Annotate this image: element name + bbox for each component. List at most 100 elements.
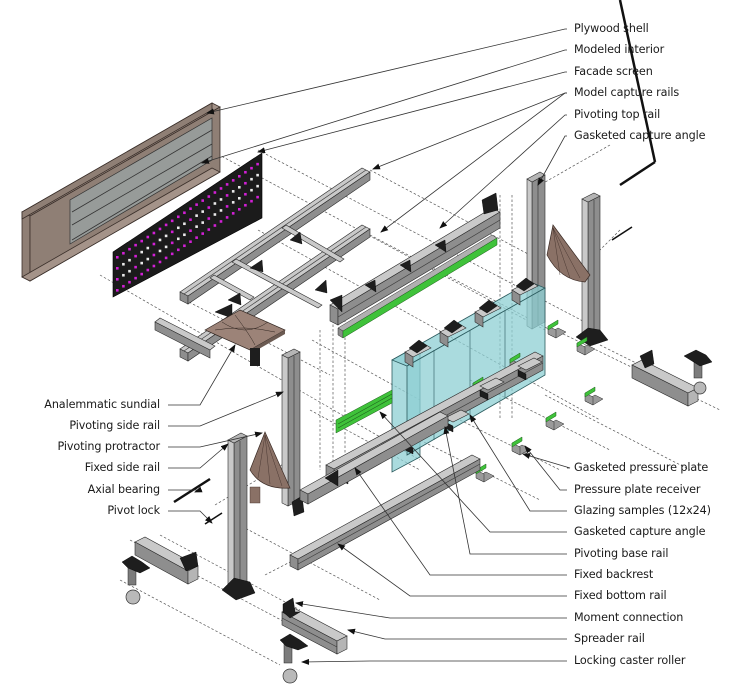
locking-caster-roller <box>121 349 713 684</box>
facade-module <box>170 230 174 234</box>
facade-module <box>146 246 150 250</box>
facade-module <box>244 181 247 185</box>
pivoting-protractor <box>249 431 291 504</box>
callout-label-gasketed-pressure-plate: Gasketed pressure plate <box>574 461 709 474</box>
facade-module <box>256 184 259 188</box>
moment-connection <box>282 349 655 619</box>
facade-module <box>177 248 180 252</box>
facade-module <box>122 284 125 288</box>
facade-module <box>189 218 192 221</box>
facade-module <box>231 179 235 182</box>
facade-module <box>134 265 137 269</box>
facade-module <box>158 260 162 264</box>
facade-module <box>256 173 259 177</box>
callout-label-pivoting-side-rail: Pivoting side rail <box>69 419 160 432</box>
leader-line-pivoting-side-rail <box>168 391 284 427</box>
callout-label-pivoting-top-rail: Pivoting top rail <box>574 108 661 121</box>
leader-line-fixed-side-rail <box>168 443 229 469</box>
facade-module <box>238 208 241 211</box>
glazing-clamp <box>404 339 432 368</box>
spreader-rail-right <box>631 359 699 407</box>
facade-module <box>116 278 119 281</box>
facade-module <box>213 224 217 227</box>
facade-module <box>225 205 229 208</box>
facade-module <box>158 227 162 231</box>
facade-module <box>256 162 259 166</box>
leader-line-gasketed-capture-angle-bottom <box>379 411 567 533</box>
facade-module <box>177 226 180 230</box>
leader-line-pivot-lock <box>168 510 213 524</box>
facade-module <box>164 223 168 227</box>
facade-module <box>122 262 125 266</box>
callout-label-fixed-bottom-rail: Fixed bottom rail <box>574 589 667 602</box>
gasketed-capture-angle-bottom <box>335 389 393 434</box>
leader-line-model-capture-rails-2 <box>380 92 567 233</box>
leader-line-plywood-shell <box>206 28 567 115</box>
callout-label-pivot-lock: Pivot lock <box>107 504 160 517</box>
leader-line-analemmatic-sundial <box>168 344 236 406</box>
axial-bearing <box>173 477 211 504</box>
callout-label-glazing-samples: Glazing samples (12x24) <box>574 504 711 517</box>
facade-module <box>225 194 229 197</box>
callout-label-pivoting-protractor: Pivoting protractor <box>57 440 160 453</box>
pressure-plate-receiver <box>479 377 505 401</box>
facade-module <box>195 225 198 228</box>
facade-module <box>213 213 217 216</box>
fixed-bottom-rail <box>289 454 481 571</box>
facade-module <box>244 192 247 196</box>
facade-module <box>207 217 211 220</box>
facade-module <box>225 216 229 219</box>
fixed-side-rail <box>221 432 256 601</box>
leader-line-axial-bearing <box>168 486 203 493</box>
facade-module <box>177 215 180 219</box>
pressure-plate-receiver <box>517 357 543 381</box>
facade-module <box>219 220 223 223</box>
facade-module <box>195 203 198 206</box>
callout-label-facade-screen: Facade screen <box>574 65 653 78</box>
facade-module <box>158 249 162 253</box>
gasketed-capture-angle-top <box>337 234 498 339</box>
facade-module <box>158 238 162 242</box>
facade-module <box>207 228 211 231</box>
facade-module <box>219 209 223 212</box>
facade-module <box>238 197 241 200</box>
facade-module <box>140 250 143 254</box>
facade-module <box>231 190 235 193</box>
pressure-plate <box>511 436 531 456</box>
facade-module <box>231 201 235 204</box>
facade-module <box>201 199 204 202</box>
callout-label-gasketed-capture-angle-top: Gasketed capture angle <box>574 129 706 142</box>
leader-line-pivoting-base-rail <box>443 426 567 555</box>
pressure-plate <box>584 386 604 406</box>
callout-label-plywood-shell: Plywood shell <box>574 22 649 35</box>
facade-module <box>140 272 143 276</box>
facade-module <box>250 199 253 203</box>
callout-label-modeled-interior: Modeled interior <box>574 43 665 56</box>
callout-label-axial-bearing: Axial bearing <box>87 483 160 496</box>
facade-module <box>183 211 186 215</box>
facade-module <box>134 254 137 258</box>
facade-module <box>213 202 217 205</box>
leader-line-gasketed-pressure-plate <box>522 453 571 469</box>
glazing-clamp <box>511 277 539 306</box>
leader-line-fixed-bottom-rail <box>337 543 567 597</box>
leader-lines <box>168 28 571 665</box>
facade-module <box>146 257 150 261</box>
facade-module <box>122 273 125 277</box>
callout-label-gasketed-capture-angle-bottom: Gasketed capture angle <box>574 525 706 538</box>
facade-module <box>146 235 150 239</box>
glazing-clamp <box>474 299 502 328</box>
facade-module <box>201 210 204 213</box>
facade-module <box>146 268 150 272</box>
callout-label-pressure-plate-receiver: Pressure plate receiver <box>574 483 701 496</box>
callout-label-fixed-side-rail: Fixed side rail <box>84 461 160 474</box>
facade-module <box>152 253 156 257</box>
facade-module <box>170 241 174 245</box>
facade-module <box>189 207 192 210</box>
pressure-plate <box>547 319 567 339</box>
facade-module <box>231 212 235 215</box>
facade-module <box>244 203 247 207</box>
callout-label-analemmatic-sundial: Analemmatic sundial <box>44 398 160 411</box>
callout-label-fixed-backrest: Fixed backrest <box>574 568 654 581</box>
